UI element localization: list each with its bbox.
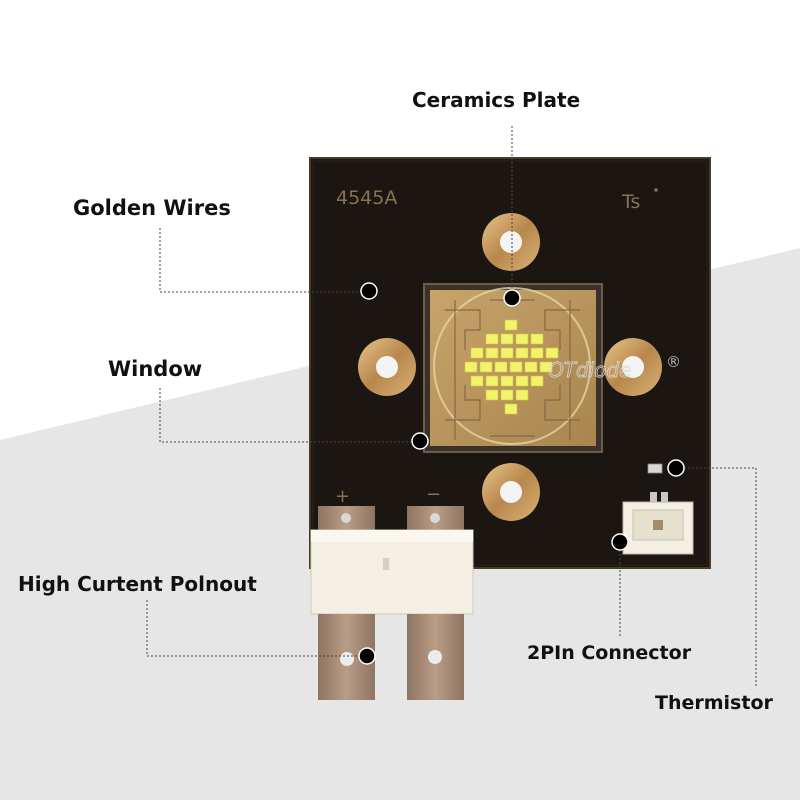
registered-mark: ® bbox=[666, 353, 681, 371]
watermark-logo: OTdiode bbox=[548, 358, 631, 382]
mounting-hole-top bbox=[482, 213, 540, 271]
mounting-hole-bottom bbox=[482, 463, 540, 521]
window-dot bbox=[411, 432, 429, 450]
high-current-dot bbox=[358, 647, 376, 665]
pin-connector-dot bbox=[611, 533, 629, 551]
thermistor-dot bbox=[667, 459, 685, 477]
window-label: Window bbox=[108, 357, 203, 381]
mounting-hole-left bbox=[358, 338, 416, 396]
model-marking: 4545A bbox=[336, 187, 397, 209]
thermistor-leader bbox=[676, 467, 757, 688]
thermistor-component bbox=[647, 463, 663, 474]
ceramics-plate-label: Ceramics Plate bbox=[412, 88, 581, 112]
thermistor-label: Thermistor bbox=[655, 692, 773, 714]
callout-dots bbox=[358, 282, 685, 665]
two-pin-connector bbox=[622, 492, 694, 555]
golden-wires-label: Golden Wires bbox=[73, 196, 231, 220]
high-current-terminals bbox=[310, 506, 474, 700]
mounting-hole-right bbox=[604, 338, 662, 396]
ts-dot bbox=[654, 188, 658, 192]
high-current-pinout-label: High Curtent Polnout bbox=[18, 572, 257, 596]
led-chip-array bbox=[464, 319, 559, 415]
callout-lines bbox=[146, 126, 757, 688]
minus-marking: − bbox=[426, 484, 441, 505]
high-current-leader bbox=[146, 600, 364, 657]
ts-marking: Ts bbox=[621, 191, 640, 213]
golden-wires-dot bbox=[360, 282, 378, 300]
pin-connector-label: 2PIn Connector bbox=[527, 642, 692, 664]
ceramics-plate-dot bbox=[503, 289, 521, 307]
golden-wires-leader bbox=[159, 228, 368, 293]
window-leader bbox=[159, 388, 420, 443]
plus-marking: + bbox=[335, 486, 350, 507]
